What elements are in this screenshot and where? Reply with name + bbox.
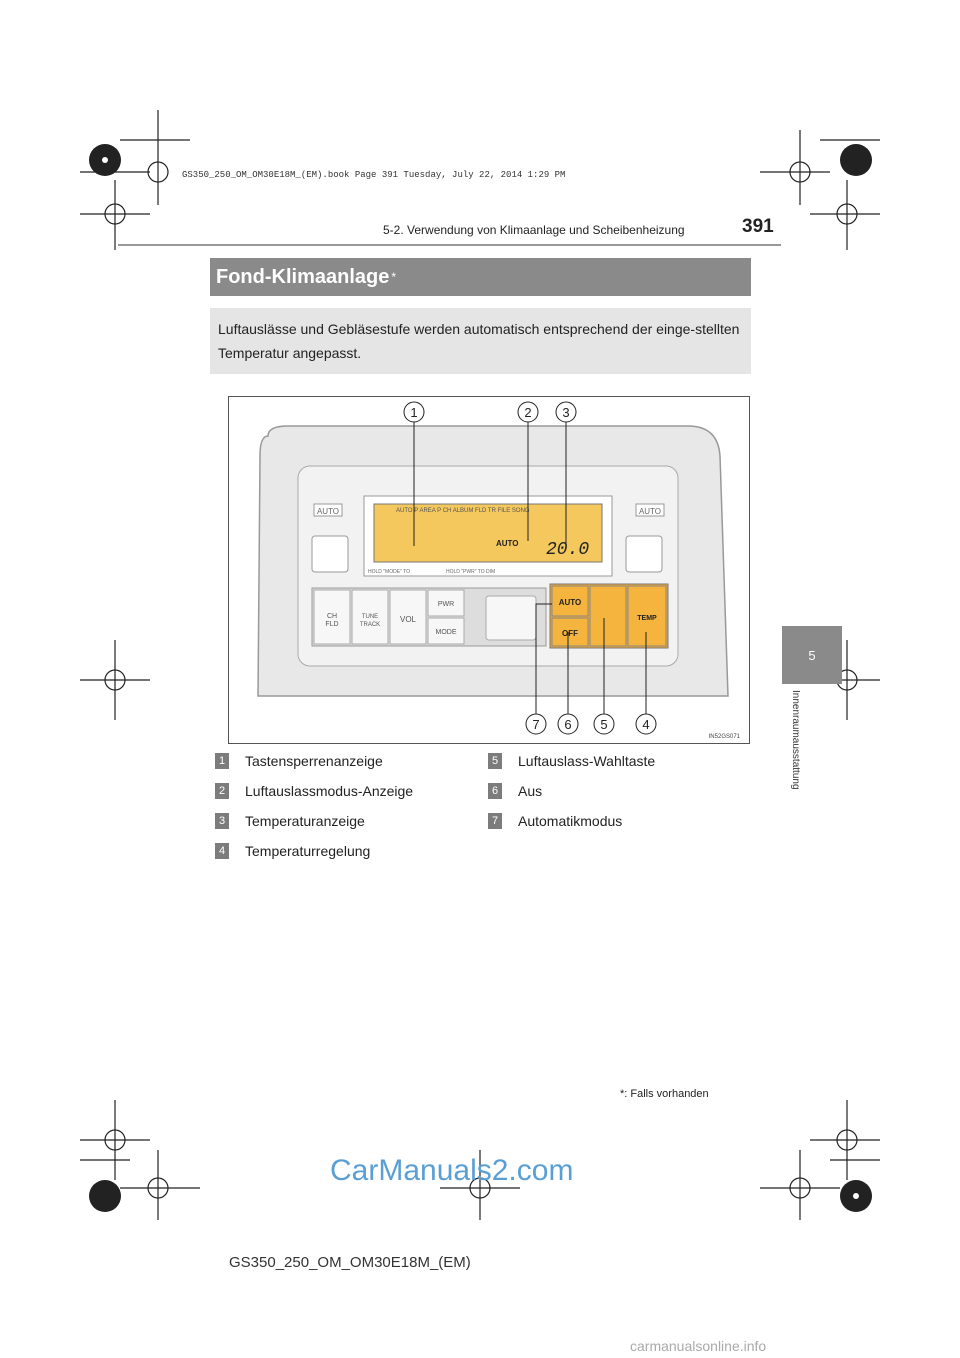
legend-label: Aus	[518, 783, 543, 799]
footnote-marker: *	[391, 270, 397, 284]
climate-panel-figure: AUTO AUTO AUTO P AREA P CH ALBUM FLD TR …	[228, 396, 750, 744]
auto-left-badge	[313, 503, 343, 517]
footnote: *: Falls vorhanden	[620, 1088, 709, 1100]
chapter-tab: 5	[782, 626, 842, 684]
auto-button	[551, 585, 589, 617]
legend-label: Luftauslass-Wahltaste	[518, 753, 656, 769]
temp-button-label: TEMP	[637, 615, 657, 622]
air-outlet-button	[589, 585, 627, 647]
legend-num: 1	[215, 753, 229, 769]
header-rule	[118, 244, 781, 246]
ch-fld-button	[313, 589, 351, 645]
watermark-carmanualsonline[interactable]: carmanualsonline.info	[630, 1338, 767, 1354]
legend-num: 4	[215, 843, 229, 859]
section-title-text: Fond-Klimaanlage	[216, 265, 390, 288]
page-number: 391	[742, 216, 774, 237]
callout-3: 3	[562, 405, 569, 420]
track-label: TRACK	[360, 622, 380, 628]
callout-7: 7	[532, 717, 539, 732]
legend-num: 5	[488, 753, 502, 769]
legend-label: Tastensperrenanzeige	[245, 753, 383, 769]
callout-4: 4	[642, 717, 649, 732]
tune-label: TUNE	[362, 614, 378, 620]
seat-heater-left-button	[311, 535, 349, 573]
watermark-carmanuals2[interactable]: CarManuals2.com	[330, 1154, 574, 1187]
fld-label: FLD	[325, 621, 338, 628]
callout-5: 5	[600, 717, 607, 732]
figure-code: IN52GS071	[709, 734, 741, 740]
leader-lines	[413, 422, 647, 714]
vol-button	[389, 589, 427, 645]
ch-label: CH	[327, 613, 337, 620]
legend-num: 3	[215, 813, 229, 829]
legend-num: 2	[215, 783, 229, 799]
lcd-display	[373, 503, 603, 563]
mode-label: MODE	[436, 629, 457, 636]
lcd-hint-left: HOLD "MODE" TO	[368, 569, 410, 575]
file-meta: GS350_250_OM_OM30E18M_(EM).book Page 391…	[182, 170, 566, 180]
legend-label: Automatikmodus	[518, 813, 623, 829]
tune-track-button	[351, 589, 389, 645]
lcd-temp: 20.0	[546, 540, 589, 560]
legend-label: Temperaturanzeige	[245, 813, 365, 829]
seat-button	[485, 595, 537, 641]
callout-6: 6	[564, 717, 571, 732]
chapter-label: Innenraumausstattung	[790, 690, 801, 790]
legend-label: Temperaturregelung	[245, 843, 371, 859]
lcd-top-labels: AUTO P AREA P CH ALBUM FLD TR FILE SONG	[396, 508, 530, 514]
lcd-auto: AUTO	[496, 539, 519, 548]
callout-2: 2	[524, 405, 531, 420]
section-title: Fond-Klimaanlage*	[210, 258, 751, 296]
lcd-hint-right: HOLD "PWR" TO DIM	[446, 569, 495, 575]
auto-left-label: AUTO	[317, 507, 339, 516]
legend-item: 5 Luftauslass-Wahltaste	[488, 746, 738, 776]
legend-item: 4 Temperaturregelung	[215, 836, 465, 866]
vol-label: VOL	[400, 615, 417, 624]
legend-left: 1 Tastensperrenanzeige 2 Luftauslassmodus-…	[215, 746, 465, 866]
pwr-button	[427, 589, 465, 617]
auto-right-badge	[635, 503, 665, 517]
mode-button	[427, 617, 465, 645]
off-button	[551, 617, 589, 647]
legend-num: 7	[488, 813, 502, 829]
legend-label: Luftauslassmodus-Anzeige	[245, 783, 414, 799]
legend-item: 7 Automatikmodus	[488, 806, 738, 836]
callout-1: 1	[410, 405, 417, 420]
auto-button-label: AUTO	[559, 598, 582, 607]
legend-item: 2 Luftauslassmodus-Anzeige	[215, 776, 465, 806]
legend-item: 1 Tastensperrenanzeige	[215, 746, 465, 776]
section-header: 5-2. Verwendung von Klimaanlage und Sche…	[383, 223, 685, 237]
legend-item: 3 Temperaturanzeige	[215, 806, 465, 836]
footer-code: GS350_250_OM_OM30E18M_(EM)	[229, 1254, 471, 1271]
temp-button	[627, 585, 667, 647]
pwr-label: PWR	[438, 601, 454, 608]
legend-num: 6	[488, 783, 502, 799]
intro-box: Luftauslässe und Gebläsestufe werden aut…	[210, 308, 751, 374]
auto-right-label: AUTO	[639, 507, 661, 516]
seat-heater-right-button	[625, 535, 663, 573]
legend-item: 6 Aus	[488, 776, 738, 806]
off-button-label: OFF	[562, 629, 578, 638]
legend-right: 5 Luftauslass-Wahltaste 6 Aus 7 Automatikmo…	[488, 746, 738, 836]
